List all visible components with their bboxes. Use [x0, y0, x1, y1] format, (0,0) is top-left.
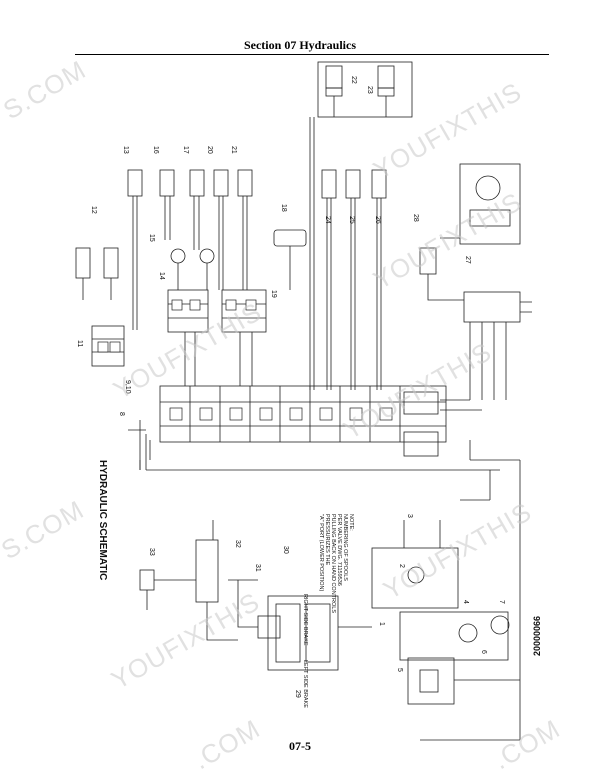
- callout-1: 1: [378, 622, 385, 626]
- callout-19: 19: [270, 290, 277, 298]
- callout-15: 15: [148, 234, 155, 242]
- section-header: Section 07 Hydraulics: [243, 38, 356, 52]
- drawing-number: 20000066: [532, 616, 542, 656]
- note-line-4: PULLING BACK ON HAND CONTROLS: [330, 514, 336, 613]
- watermarks: S.COM YOUFIXTHIS YOUFIXTHIS S.COM YOUFIX…: [0, 54, 565, 775]
- callout-20: 20: [206, 146, 213, 154]
- watermark: YOUFIXTHIS: [338, 336, 497, 445]
- page-number: 07-5: [289, 739, 311, 753]
- callout-8: 8: [118, 412, 125, 416]
- callout-21: 21: [230, 146, 237, 154]
- callout-25: 25: [348, 216, 355, 224]
- callout-29: 29: [294, 690, 301, 698]
- callout-11: 11: [76, 340, 83, 347]
- callout-22: 22: [350, 76, 357, 84]
- watermark: YOUFIXTHIS: [108, 296, 267, 405]
- schematic-note: NOTE: NUMBERING OF SPOOLS PER VALVE DWG.…: [318, 514, 354, 613]
- watermark: YOUFIXTHIS: [368, 76, 527, 185]
- callout-9-10: 9,10: [124, 380, 131, 394]
- note-line-6: "A" PORT (LOWER POSITION): [318, 514, 324, 592]
- note-line-5: PRESSURIZES THE: [324, 514, 330, 566]
- note-line-3: PER VALVE DWG. 71159536: [336, 514, 342, 586]
- note-line-1: NOTE:: [348, 514, 354, 531]
- callout-27: 27: [464, 256, 471, 264]
- callout-5: 5: [396, 668, 403, 672]
- callout-12: 12: [90, 206, 97, 214]
- watermark: S.COM: [0, 494, 89, 565]
- callout-labels: 22 23 13 16 17 20 21 12 15 18 24 25 26 2…: [76, 76, 505, 698]
- callout-30: 30: [282, 546, 289, 554]
- callout-28: 28: [412, 214, 419, 222]
- spool-symbols: [97, 299, 393, 421]
- callout-24: 24: [324, 216, 331, 224]
- callout-2: 2: [398, 564, 405, 568]
- header-rule: [75, 54, 549, 55]
- callout-16: 16: [152, 146, 159, 154]
- callout-7: 7: [498, 600, 505, 604]
- watermark: YOUFIXTHIS: [378, 496, 537, 605]
- callout-14: 14: [158, 272, 165, 280]
- callout-17: 17: [182, 146, 189, 154]
- callout-23: 23: [366, 86, 373, 94]
- callout-33: 33: [148, 548, 155, 556]
- watermark: YOUFIXTHIS: [106, 586, 265, 695]
- callout-32: 32: [234, 540, 241, 548]
- watermark: YOUFIXTHIS: [368, 186, 527, 295]
- left-brake-label: LEFT SIDE BRAKE: [302, 660, 308, 708]
- schematic-lines: [75, 61, 532, 741]
- callout-26: 26: [374, 216, 381, 224]
- callout-31: 31: [254, 564, 261, 572]
- callout-4: 4: [462, 600, 469, 604]
- callout-3: 3: [406, 514, 413, 518]
- schematic-title: HYDRAULIC SCHEMATIC: [97, 460, 108, 580]
- watermark: S.COM: [0, 54, 91, 125]
- right-brake-label: RIGHT SIDE BRAKE: [302, 594, 308, 646]
- callout-13: 13: [122, 146, 129, 154]
- callout-18: 18: [280, 204, 287, 212]
- note-line-2: NUMBERING OF SPOOLS: [342, 514, 348, 581]
- callout-6: 6: [480, 650, 487, 654]
